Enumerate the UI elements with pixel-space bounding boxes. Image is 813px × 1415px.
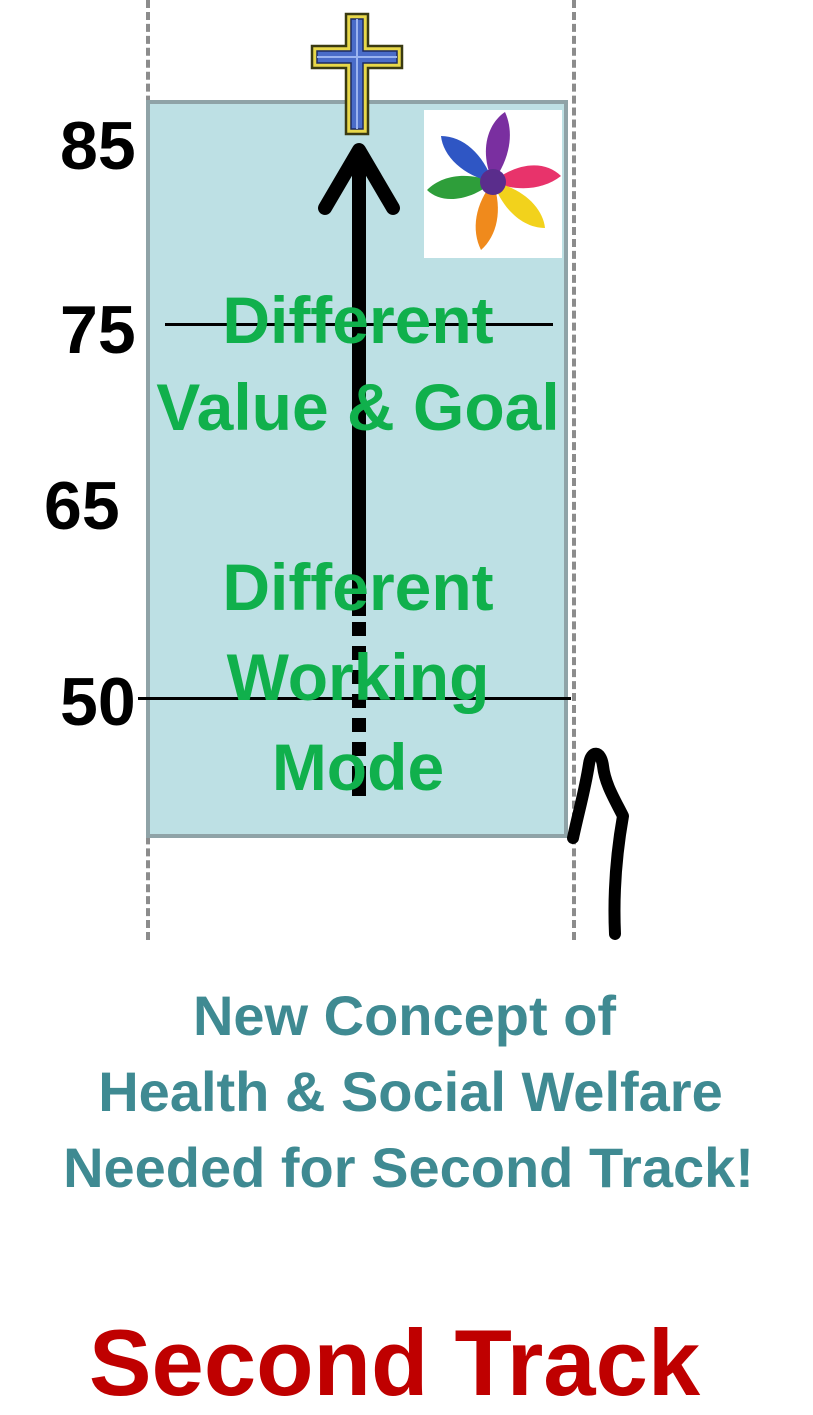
caption-line-2: Health & Social Welfare [98,1060,723,1123]
pinwheel-icon [424,110,562,258]
right-track-boundary [572,0,576,940]
page-title: Second Track [88,1310,701,1415]
arrow-shaft [352,150,366,616]
value-goal-text: Value & Goal [156,370,560,444]
arrow-dashed-tail [352,622,366,796]
age-label-85: 85 [60,108,136,184]
caption-line-3: Needed for Second Track! [63,1136,754,1199]
working-text: Working [226,640,490,714]
walking-cane-icon [567,747,629,940]
cross-icon [310,12,404,136]
up-arrow-icon [318,143,400,796]
different-working-text: Different [222,550,494,624]
different-value-text: Different [222,283,494,357]
mode-text: Mode [271,730,445,804]
arrow-head [318,143,400,215]
caption-line-1: New Concept of [192,984,617,1047]
age-label-65: 65 [44,468,120,544]
age-label-50: 50 [60,664,136,740]
age-label-75: 75 [60,292,136,368]
